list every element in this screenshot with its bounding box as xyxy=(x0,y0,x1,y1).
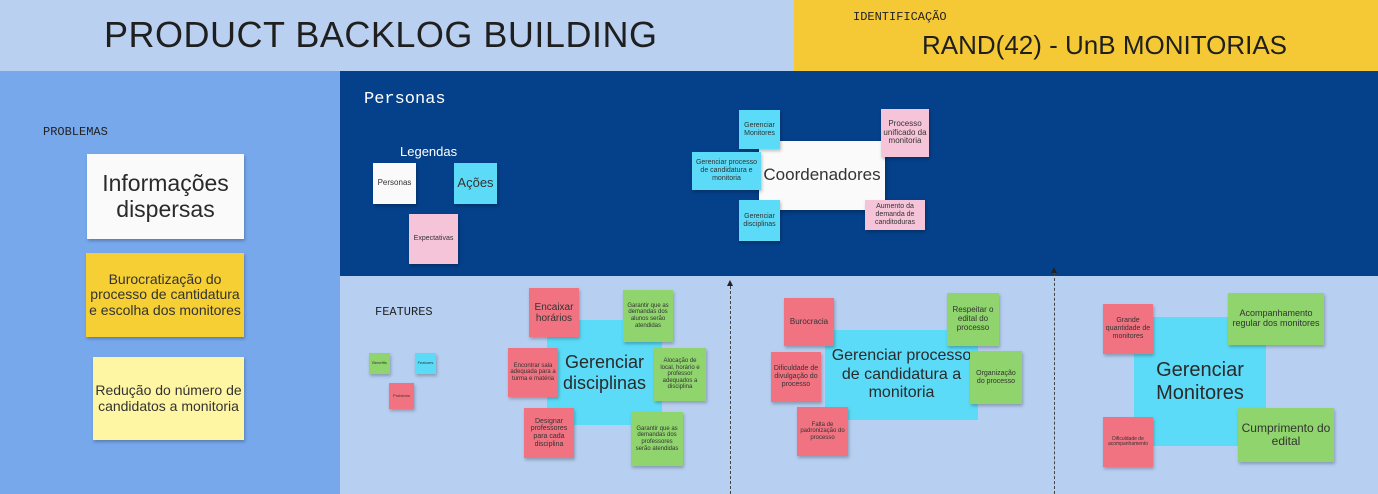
problem-note-find-room[interactable]: Encontrar sala adequada para a turma e m… xyxy=(508,348,558,397)
personas-title: Personas xyxy=(364,90,446,109)
identification-value: RAND(42) - UnB MONITORIAS xyxy=(922,30,1288,60)
problem-note-fit-schedules[interactable]: Encaixar horários xyxy=(529,288,579,337)
action-note-manage-disciplines[interactable]: Gerenciar disciplinas xyxy=(739,200,780,241)
legend-note-benefits[interactable]: Benefits xyxy=(369,353,390,374)
expectation-note-demand-increase[interactable]: Aumento da demanda de canditoduras xyxy=(865,200,925,230)
legend-note-features[interactable]: Features xyxy=(415,353,436,374)
problem-note-fewer-candidates[interactable]: Redução do número de candidatos a monito… xyxy=(93,357,244,440)
legend-note-actions[interactable]: Ações xyxy=(454,163,497,204)
benefit-note-organization[interactable]: Organização do processo xyxy=(970,351,1022,404)
persona-coordenadores[interactable]: Coordenadores xyxy=(759,141,885,210)
action-note-manage-process[interactable]: Gerenciar processo de candidatura e moni… xyxy=(692,152,761,190)
page-title: PRODUCT BACKLOG BUILDING xyxy=(104,14,658,55)
identification-bar xyxy=(794,0,1378,71)
problem-note-bureaucracy[interactable]: Burocracia xyxy=(784,298,834,346)
header-title-bar xyxy=(0,0,794,71)
legend-note-personas[interactable]: Personas xyxy=(373,163,416,204)
benefit-note-professor-demands[interactable]: Garantir que as demandas dos professores… xyxy=(631,412,683,466)
legend-note-expectations[interactable]: Expectativas xyxy=(409,214,458,264)
problem-note-bureaucracy[interactable]: Burocratização do processo de cantidatur… xyxy=(86,253,244,337)
problem-note-dispersed-info[interactable]: Informações dispersas xyxy=(87,154,244,239)
expectation-note-unified-process[interactable]: Processo unificado da monitoria xyxy=(881,109,929,157)
arrow-up-icon xyxy=(727,280,733,286)
feature-manage-process[interactable]: Gerenciar processo de candidatura a moni… xyxy=(825,330,978,420)
benefit-note-regular-tracking[interactable]: Acompanhamento regular dos monitores xyxy=(1228,293,1324,345)
action-note-manage-monitors[interactable]: Gerenciar Monitores xyxy=(739,110,780,149)
problem-note-standardization[interactable]: Falta de padronização do processo xyxy=(797,407,848,456)
identification-label: IDENTIFICAÇÃO xyxy=(853,10,947,24)
problem-note-tracking-difficulty[interactable]: Dificuldade de acompanhamento xyxy=(1103,417,1153,467)
feature-divider-2 xyxy=(1054,273,1055,494)
problems-label: PROBLEMAS xyxy=(43,125,108,139)
legend-title: Legendas xyxy=(400,144,458,159)
problem-note-assign-professors[interactable]: Designar professores para cada disciplin… xyxy=(524,408,574,458)
problem-note-many-monitors[interactable]: Grande quantidade de monitores xyxy=(1103,304,1153,354)
benefit-note-allocation[interactable]: Alocação de local, horário e professor a… xyxy=(654,348,706,401)
benefit-note-edital-compliance[interactable]: Cumprimento do edital xyxy=(1238,408,1334,462)
benefit-note-student-demands[interactable]: Garantir que as demandas dos alunos serã… xyxy=(623,290,673,342)
benefit-note-respect-edital[interactable]: Respeitar o edital do processo xyxy=(947,293,999,346)
features-label: FEATURES xyxy=(375,305,433,319)
feature-divider-1 xyxy=(730,286,731,494)
problem-note-disclosure[interactable]: Dificuldade de divulgação do processo xyxy=(771,352,821,402)
arrow-up-icon xyxy=(1051,267,1057,273)
legend-note-problems[interactable]: Problems xyxy=(389,383,414,409)
